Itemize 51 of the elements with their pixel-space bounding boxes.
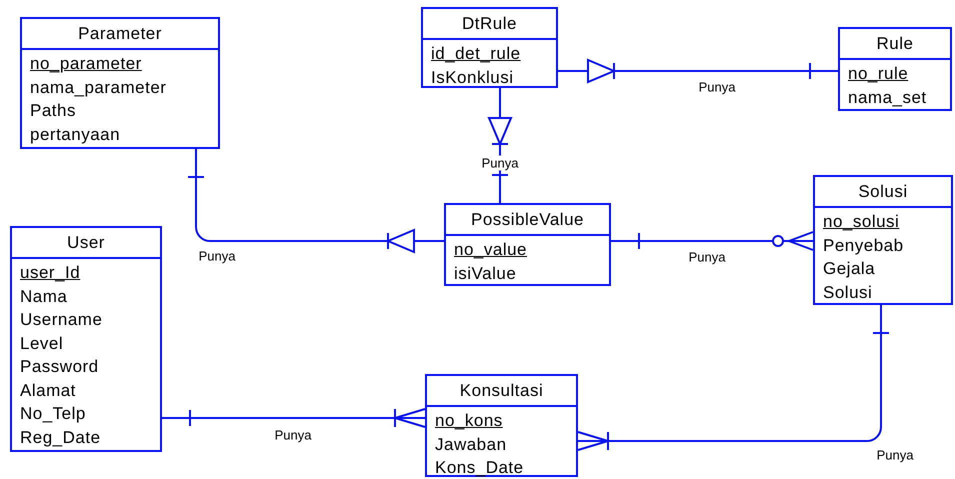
attribute-name: pertanyaan [30,124,120,146]
attribute-name: IsKonklusi [431,66,514,88]
attribute-name: Paths [30,100,76,122]
primary-key-attribute: no_solusi [823,211,900,233]
relationship-line [558,59,838,83]
relationship-line [488,88,512,203]
entity-name: Rule [840,29,950,60]
entity-name: Solusi [815,177,951,208]
attribute-name: nama_parameter [30,76,166,98]
entity-name: DtRule [423,9,556,40]
attribute-name: No_Telp [20,403,86,425]
attribute-name: Gejala [823,258,876,280]
attribute-name: nama_set [848,86,927,108]
relationship-line [162,408,426,428]
primary-key-attribute: no_value [454,239,528,261]
entity-box [421,7,558,88]
entity-box [813,175,953,305]
entity-box [10,226,162,452]
attribute-name: Solusi [823,282,872,304]
relationship-label: Punya [686,250,728,264]
entity-name: User [12,228,160,259]
relationship-label: Punya [696,80,738,94]
relationship-line [187,149,444,253]
entity-box [444,203,611,286]
entity-name: Konsultasi [427,376,576,407]
entity-name: PossibleValue [446,205,609,236]
relationship-label: Punya [480,156,520,170]
entity-name: Parameter [22,19,218,50]
entity-box [425,374,578,477]
relationship-label: Punya [196,248,238,264]
entity-box [20,17,220,149]
relationship-label: Punya [874,448,916,462]
relationship-label: Punya [272,428,314,442]
attribute-name: Password [20,356,99,378]
attribute-name: Reg_Date [20,426,101,448]
attribute-name: Jawaban [435,434,507,456]
primary-key-attribute: no_kons [435,410,503,432]
primary-key-attribute: user_Id [20,262,80,284]
attribute-name: Kons_Date [435,457,524,479]
attribute-name: Alamat [20,380,76,402]
attribute-name: Level [20,332,64,354]
attribute-name: isiValue [454,262,516,284]
attribute-name: Nama [20,286,68,308]
attribute-name: Username [20,309,102,331]
attribute-name: Penyebab [823,234,904,256]
relationship-line [611,231,814,251]
entity-box [838,27,952,111]
primary-key-attribute: id_det_rule [431,43,521,65]
relationship-line [577,305,890,451]
primary-key-attribute: no_rule [848,63,908,85]
primary-key-attribute: no_parameter [30,53,142,75]
